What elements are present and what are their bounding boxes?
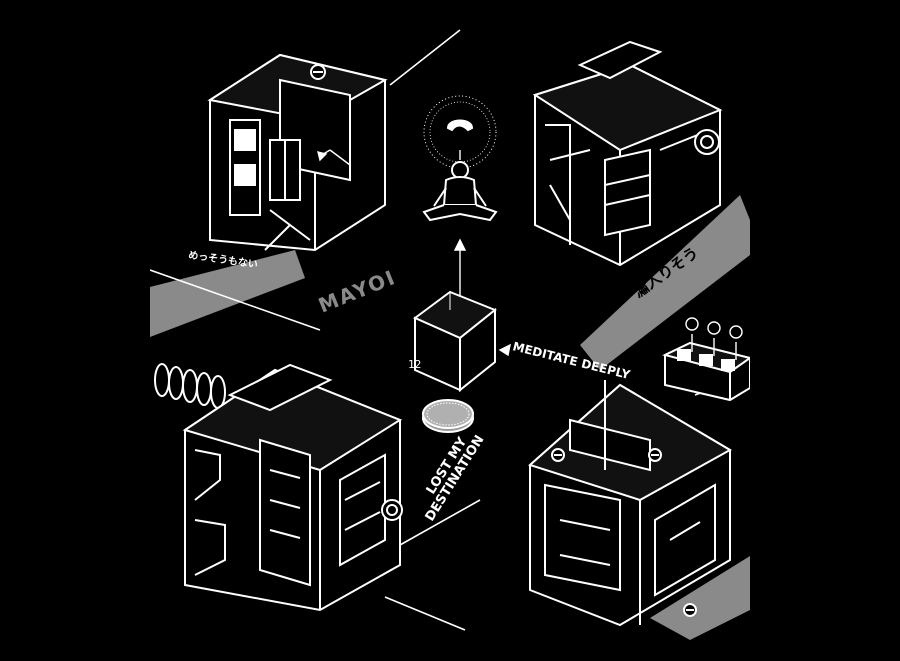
open-box	[413, 290, 497, 393]
isometric-artwork: 瞑 めっそうもない MAYOI 想 瀟入りそう	[150, 0, 750, 661]
gray-band-right	[580, 195, 750, 370]
box-number-label: 12	[408, 358, 421, 371]
meisou-hiragana-label: めっそうもない	[188, 249, 259, 271]
kanji-block-bottom-right	[528, 380, 733, 627]
guide-lines	[150, 29, 750, 631]
meditating-figure-icon	[422, 119, 498, 222]
gray-band-left	[150, 250, 305, 337]
artwork-canvas: 瞑 めっそうもない MAYOI 想 瀟入りそう	[150, 29, 750, 640]
three-slot-box	[662, 341, 750, 402]
kanji-block-bottom-left	[182, 363, 403, 612]
kanji-block-top-left	[207, 53, 388, 252]
gray-band-bottom-right	[650, 556, 750, 640]
three-arrows-icon	[685, 317, 743, 360]
mayoi-label: MAYOI	[315, 265, 400, 318]
arrow-icon	[453, 150, 467, 300]
kanji-block-top-right	[532, 40, 723, 267]
small-pointer-icon	[317, 149, 331, 162]
spring-coil-icon	[154, 363, 226, 409]
coin-icon	[422, 399, 474, 433]
meditate-arrow-icon	[498, 343, 511, 357]
